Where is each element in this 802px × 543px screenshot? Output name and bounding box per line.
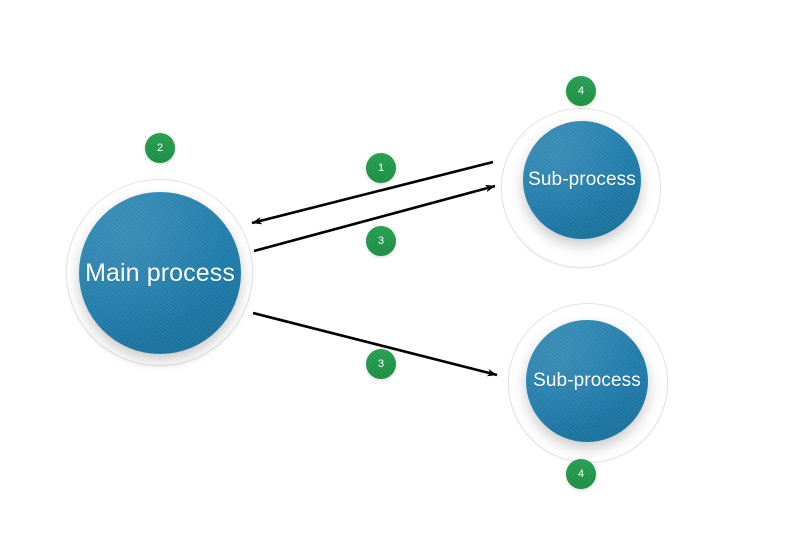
badge-label: 4: [577, 467, 585, 480]
badge-sub-process-top[interactable]: 4: [566, 76, 596, 106]
node-sub-process-bottom-core: Sub-process: [526, 320, 648, 442]
node-sub-process-top-label: Sub-process: [528, 169, 636, 190]
badge-main-process[interactable]: 2: [145, 133, 175, 163]
badge-edge-main-to-sub-bottom[interactable]: 3: [366, 349, 396, 379]
node-sub-process-top-core: Sub-process: [523, 121, 641, 239]
badge-edge-main-to-sub-top[interactable]: 3: [366, 226, 396, 256]
badge-label: 1: [377, 161, 385, 174]
badge-label: 3: [377, 357, 385, 370]
node-main-process-core: Main process: [79, 192, 241, 354]
badge-label: 3: [377, 234, 385, 247]
node-main-process-label: Main process: [85, 258, 235, 287]
node-sub-process-bottom[interactable]: Sub-process: [508, 303, 668, 463]
node-main-process[interactable]: Main process: [66, 179, 253, 366]
badge-sub-process-bottom[interactable]: 4: [566, 459, 596, 489]
badge-edge-sub-top-to-main[interactable]: 1: [366, 153, 396, 183]
node-sub-process-bottom-label: Sub-process: [533, 370, 641, 391]
node-sub-process-top[interactable]: Sub-process: [501, 108, 661, 268]
badge-label: 4: [577, 84, 585, 97]
badge-label: 2: [156, 141, 164, 154]
